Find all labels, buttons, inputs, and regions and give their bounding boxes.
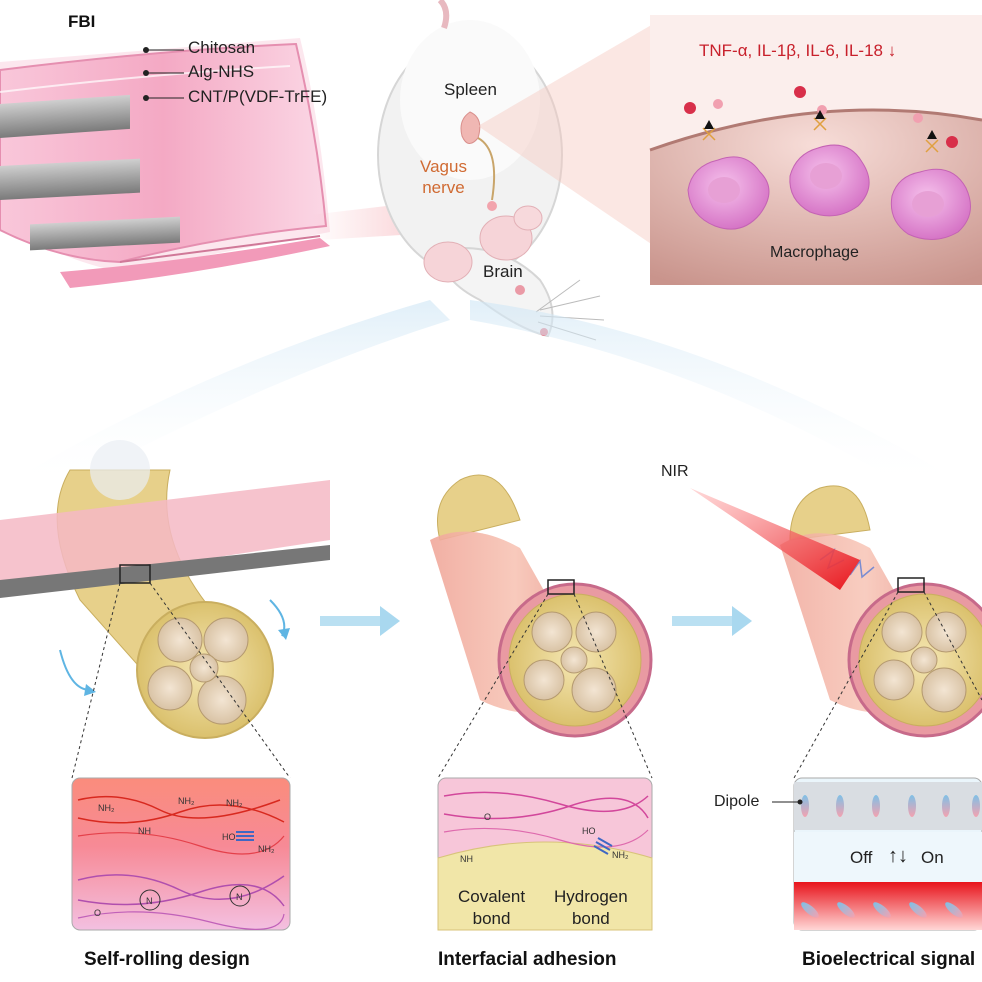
on-label: On (921, 848, 944, 867)
nir-laser-beam (690, 488, 860, 590)
dipole-label: Dipole (714, 793, 760, 810)
zoom-guide-lines (71, 582, 982, 779)
layer-label-chitosan: Chitosan (188, 38, 256, 57)
chem-amine: NH₂ (258, 844, 275, 854)
layer-label-cnt: CNT/P(VDF-TrFE) (188, 87, 328, 106)
chem-amine: NH₂ (98, 803, 115, 813)
fbi-title: FBI (68, 12, 96, 31)
stage2-nerve (430, 474, 653, 738)
blocked-release-marks (702, 110, 939, 153)
dipole-row-aligned (801, 795, 980, 817)
macrophage-label: Macrophage (770, 244, 859, 261)
cytokine-list: TNF-α, IL-1β, IL-6, IL-18 (699, 41, 883, 60)
zoom-fan-left (30, 300, 450, 490)
stage1-nerve (0, 440, 330, 739)
chem-amide: NH (460, 854, 473, 864)
chem-amide: NH (138, 826, 151, 836)
stage3-nerve (780, 485, 982, 738)
covalent-bond-label: Covalent bond (458, 886, 525, 930)
hydrogen-line2: bond (571, 909, 610, 928)
macrophage-cell (789, 144, 870, 217)
caption-bioelectrical-signal: Bioelectrical signal (802, 949, 976, 970)
brain-label: Brain (483, 262, 523, 281)
self-rolling-chem-panel (71, 777, 291, 931)
hydrogen-bond-label: Hydrogen bond (554, 886, 628, 930)
vagus-nerve-label: Vagus nerve (420, 156, 467, 198)
covalent-line1: Covalent (458, 887, 526, 906)
macrophage-panel (649, 15, 982, 285)
caption-interfacial-adhesion: Interfacial adhesion (438, 949, 617, 970)
fbi-film-illustration (0, 38, 330, 288)
caption-self-rolling: Self-rolling design (84, 949, 250, 970)
off-label: Off (850, 848, 873, 867)
chem-oxygen: O (94, 908, 102, 918)
bioelectrical-panel (772, 777, 982, 931)
vagus-label-line2: nerve (422, 178, 465, 197)
cytokine-label: TNF-α, IL-1β, IL-6, IL-18 ↓ (699, 41, 896, 61)
chem-nitrogen: N (146, 896, 153, 906)
spleen-label: Spleen (444, 80, 497, 99)
adhesion-chem-panel (437, 777, 653, 931)
chem-amine: NH₂ (178, 796, 195, 806)
chem-hydroxyl: HO (222, 832, 236, 842)
flow-arrow (672, 606, 752, 636)
switch-arrows-icon: ↑↓ (888, 845, 908, 867)
chem-nitrogen: N (236, 892, 243, 902)
chem-hydroxyl: HO (582, 826, 596, 836)
spleen-zoom-cone (478, 20, 660, 250)
decrease-arrow-icon: ↓ (887, 41, 897, 60)
flow-arrow (320, 606, 400, 636)
macrophage-cell (687, 156, 770, 230)
mouse-illustration (377, 0, 605, 341)
hydrogen-line1: Hydrogen (554, 887, 628, 906)
macrophage-cell (890, 168, 971, 240)
vagus-label-line1: Vagus (420, 157, 467, 176)
chem-amine: NH₂ (226, 798, 243, 808)
chem-oxygen: O (484, 812, 492, 822)
nir-label: NIR (661, 463, 689, 480)
zoom-fan-right (470, 300, 940, 490)
covalent-line2: bond (472, 909, 511, 928)
chem-amine: NH₂ (612, 850, 629, 860)
layer-label-alg-nhs: Alg-NHS (188, 62, 255, 81)
dipole-row-tilted (801, 902, 963, 918)
